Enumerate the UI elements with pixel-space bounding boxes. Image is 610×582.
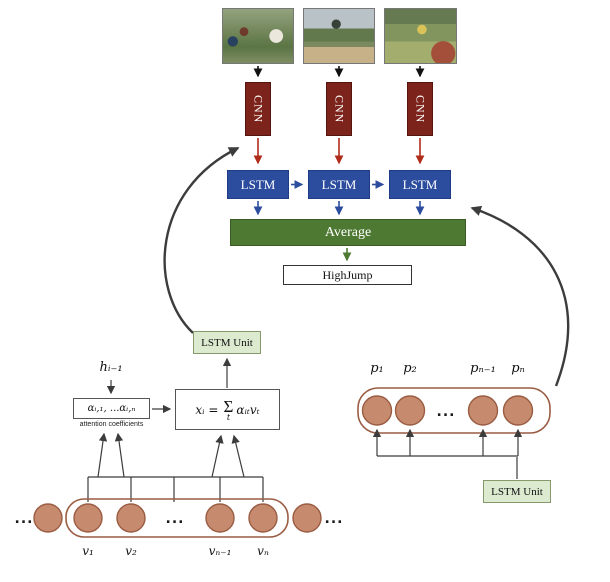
row-ellipsis: ...: [437, 404, 456, 420]
pn-1-label: pₙ₋₁: [470, 361, 496, 376]
feature-node-row: ... ... ...: [15, 498, 344, 538]
sum-prefix: xᵢ =: [195, 402, 219, 417]
attention-coefficients-caption: attention coefficients: [79, 421, 144, 428]
video-frame-1-image: [222, 8, 294, 64]
vn-1-label: vₙ₋₁: [208, 544, 232, 558]
row-ellipsis: ...: [166, 511, 185, 527]
weighted-sum-box: xᵢ = Σ t αᵢₜvₜ: [175, 389, 280, 430]
hidden-state-label: hᵢ₋₁: [99, 360, 123, 375]
video-frame-2-image: [303, 8, 375, 64]
attention-flow-arrows: [97, 357, 245, 478]
attention-coefficients-box: αᵢ,₁, ...αᵢ,ₙ: [73, 398, 150, 419]
feature-window-frame: [65, 498, 289, 538]
lstm-block-2: LSTM: [308, 170, 370, 199]
feature-node-vn1: [205, 503, 235, 533]
v2-label: v₂: [125, 544, 137, 558]
frame-to-cnn-arrows: [253, 66, 425, 78]
pn-label: pₙ: [511, 361, 525, 376]
cnn-block-3: CNN: [407, 82, 433, 136]
pooling-node-p2: [394, 395, 426, 426]
vn-label: vₙ: [257, 544, 269, 558]
pooling-node-pn: [502, 395, 534, 426]
feature-node-v2: [116, 503, 146, 533]
output-class-box: HighJump: [283, 265, 412, 285]
pooling-node-row: ...: [357, 387, 551, 434]
sum-suffix: αᵢₜvₜ: [236, 402, 260, 417]
attention-to-cnn-curved-arrow: [163, 146, 240, 334]
feature-node: [292, 503, 322, 533]
row-ellipsis: ...: [15, 511, 34, 527]
feature-node: [33, 503, 63, 533]
cnn-block-2: CNN: [326, 82, 352, 136]
v1-label: v₁: [82, 544, 94, 558]
pooling-window-frame: [357, 387, 551, 434]
pooling-lstm-unit-box: LSTM Unit: [483, 480, 551, 503]
feature-node-v1: [73, 503, 103, 533]
lstm-block-1: LSTM: [227, 170, 289, 199]
video-frame-3-image: [384, 8, 457, 64]
pooling-node-p1: [361, 395, 393, 426]
feature-node-vn: [248, 503, 278, 533]
lstm-block-3: LSTM: [389, 170, 451, 199]
feature-comb-lines: [87, 476, 264, 502]
cnn-block-1: CNN: [245, 82, 271, 136]
average-pooling-bar: Average: [230, 219, 466, 246]
pooling-node-pn1: [467, 395, 499, 426]
p2-label: p₂: [403, 361, 417, 376]
pooling-input-arrows: [372, 428, 523, 479]
sigma-glyph: Σ: [223, 396, 234, 416]
sigma-symbol: Σ t: [223, 398, 233, 422]
row-ellipsis: ...: [325, 511, 344, 527]
lstm-to-average-arrows: [253, 201, 425, 216]
p1-label: p₁: [370, 361, 384, 376]
attention-lstm-unit-box: LSTM Unit: [193, 331, 261, 354]
pooling-to-lstm-curved-arrow: [470, 205, 570, 387]
cnn-to-lstm-arrows: [253, 138, 425, 165]
sigma-subscript: t: [226, 412, 231, 422]
